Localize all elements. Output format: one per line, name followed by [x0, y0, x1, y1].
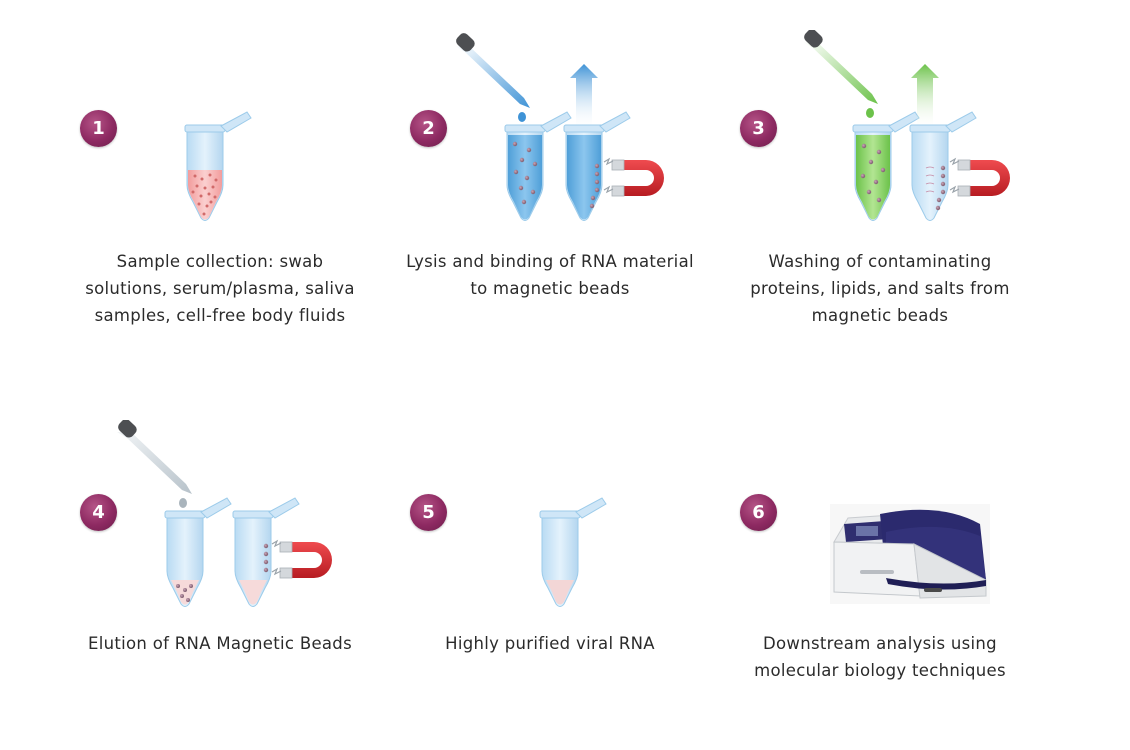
- magnet-icon: [611, 159, 665, 197]
- elution-illustration: [117, 420, 333, 607]
- step-1-caption-line-1: Sample collection: swab: [116, 252, 324, 271]
- step-3: 3: [710, 30, 1050, 360]
- step-3-caption-line-3: magnetic beads: [811, 306, 949, 325]
- dropper-icon: [117, 420, 192, 494]
- step-3-badge: 3: [740, 110, 777, 147]
- lysis-binding-illustration: [455, 33, 665, 221]
- step-5-caption-line-1: Highly purified viral RNA: [445, 634, 655, 653]
- step-2-caption-line-2: to magnetic beads: [470, 279, 630, 298]
- magnet-icon: [957, 159, 1011, 197]
- step-4-caption-line-1: Elution of RNA Magnetic Beads: [88, 634, 352, 653]
- arrow-up-icon: [911, 64, 939, 130]
- step-6: 6 Downstream analysis using molecular bi…: [710, 420, 1050, 750]
- microcentrifuge-tube-icon: [184, 111, 252, 221]
- step-1-caption-line-3: samples, cell-free body fluids: [94, 306, 346, 325]
- washing-illustration: [803, 30, 1011, 221]
- step-4: 4 Elution of RNA Magnetic Beads: [50, 420, 390, 750]
- step-5: 5 Highly purified viral RNA: [380, 420, 720, 750]
- magnet-icon: [279, 541, 333, 579]
- dropper-icon: [803, 30, 878, 104]
- microcentrifuge-tube-icon: [539, 497, 607, 607]
- step-6-caption-line-1: Downstream analysis using: [763, 634, 997, 653]
- step-1-badge: 1: [80, 110, 117, 147]
- step-1-caption-line-2: solutions, serum/plasma, saliva: [85, 279, 355, 298]
- step-6-caption-line-2: molecular biology techniques: [754, 661, 1006, 680]
- step-2-caption-line-1: Lysis and binding of RNA material: [406, 252, 694, 271]
- step-6-badge: 6: [740, 494, 777, 531]
- spectrophotometer-icon: [830, 504, 990, 604]
- step-3-caption-line-1: Washing of contaminating: [768, 252, 992, 271]
- step-2: 2: [380, 30, 720, 360]
- step-2-badge: 2: [410, 110, 447, 147]
- step-1: 1 Sample collection: swab solutions, ser…: [50, 100, 390, 430]
- step-5-badge: 5: [410, 494, 447, 531]
- arrow-up-icon: [570, 64, 598, 130]
- step-4-badge: 4: [80, 494, 117, 531]
- step-3-caption-line-2: proteins, lipids, and salts from: [750, 279, 1010, 298]
- dropper-icon: [455, 33, 530, 108]
